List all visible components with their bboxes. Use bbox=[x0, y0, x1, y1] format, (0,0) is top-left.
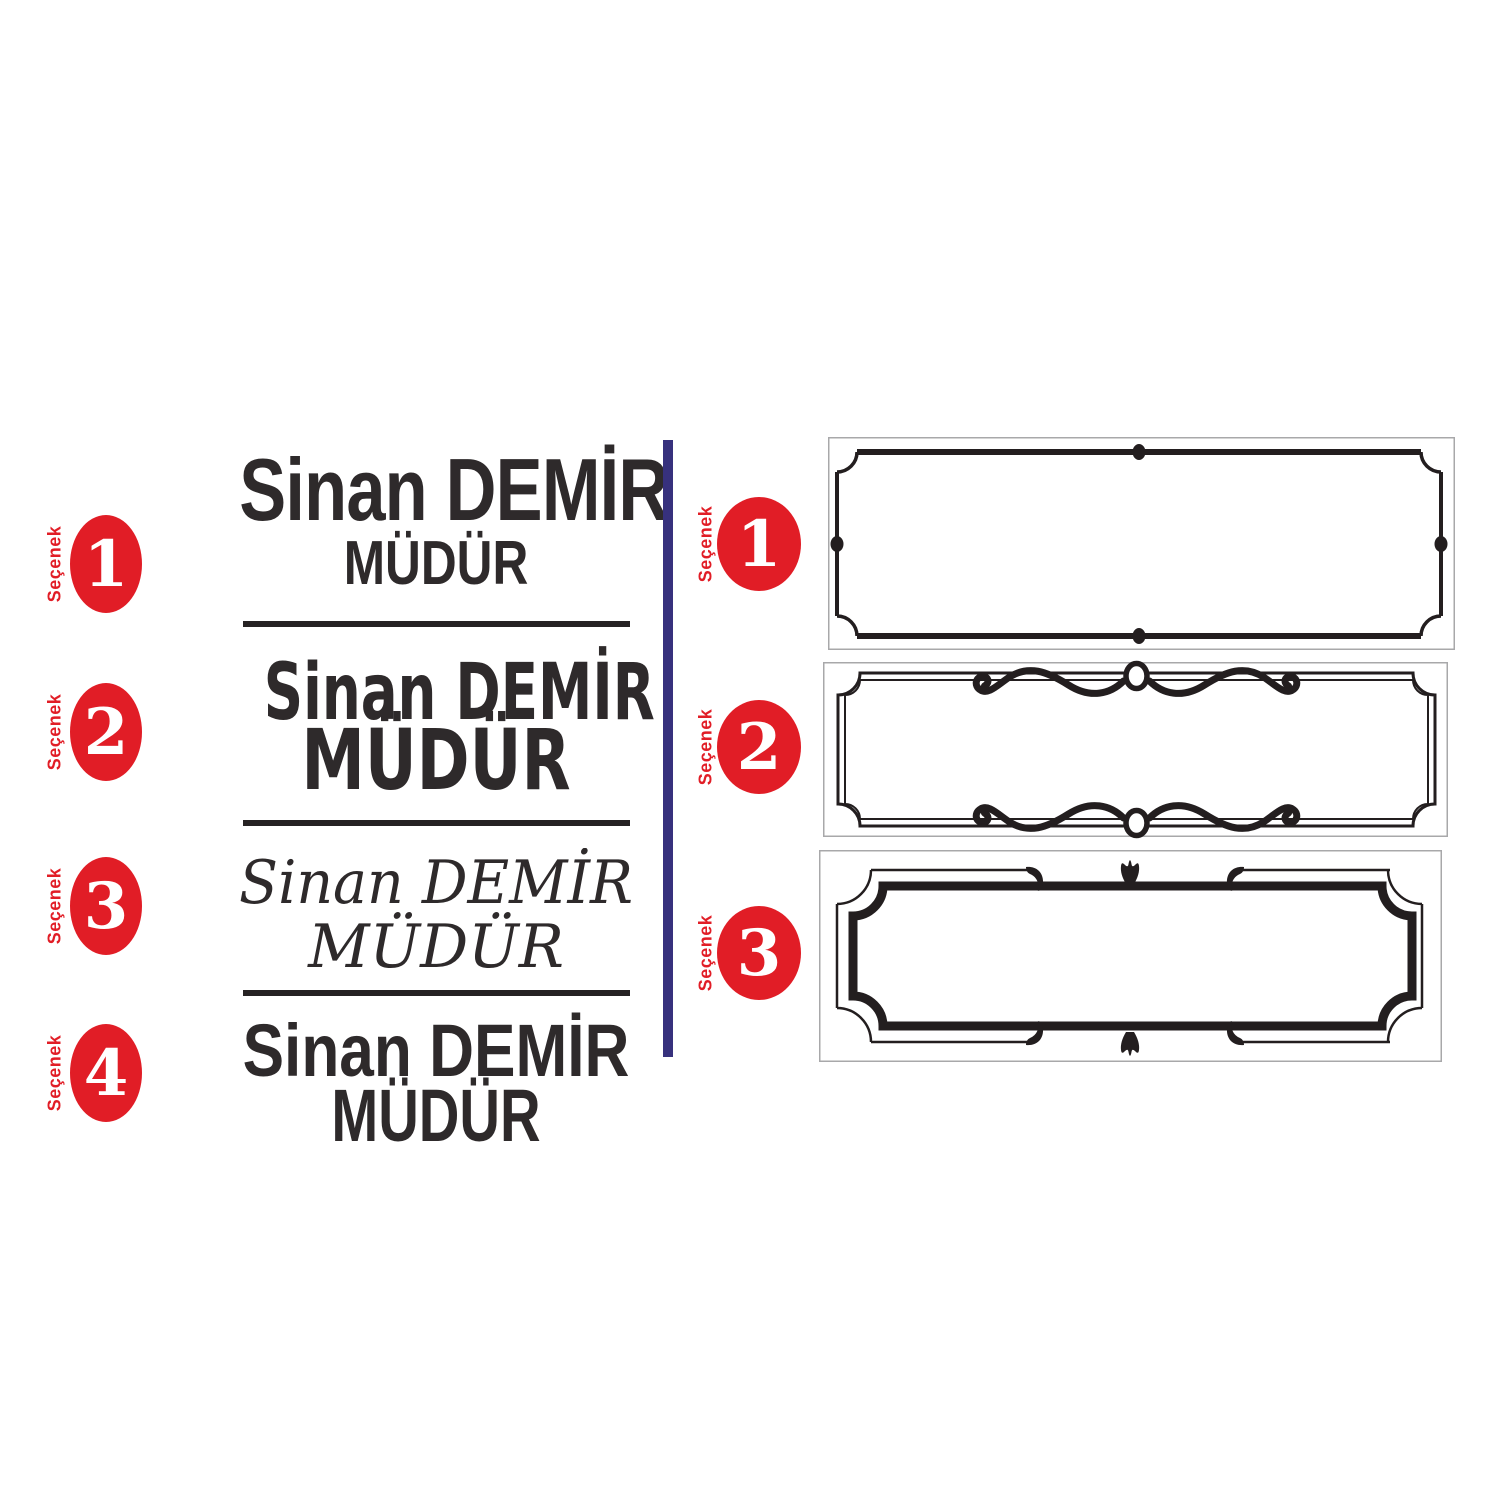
tulip-arrow-frame-graphic bbox=[819, 850, 1442, 1062]
option-number: 3 bbox=[736, 916, 782, 991]
option-number-badge: 1 bbox=[70, 515, 142, 613]
hook-icons bbox=[1026, 866, 1244, 1046]
dot-icon bbox=[1132, 444, 1146, 460]
frame-preview-box bbox=[819, 850, 1442, 1062]
corner-sweep-arc bbox=[836, 869, 873, 906]
option-number: 1 bbox=[736, 507, 782, 582]
notched-frame-with-dots-graphic bbox=[828, 437, 1455, 650]
font-sample-name: Sinan DEMİR bbox=[263, 648, 655, 738]
corner-sweep-arc bbox=[836, 1006, 873, 1043]
corner-notch-arc bbox=[836, 451, 859, 474]
thin-outer-frame bbox=[835, 868, 1424, 1044]
option-number: 2 bbox=[83, 695, 129, 770]
secenek-label: Seçenek bbox=[44, 693, 65, 771]
option-number-badge: 2 bbox=[717, 700, 801, 794]
dot-icon bbox=[1434, 536, 1448, 552]
frame-preview-box bbox=[828, 437, 1455, 650]
option-number: 2 bbox=[736, 710, 782, 785]
font-sample-title: MÜDÜR bbox=[301, 711, 571, 809]
option-number-badge: 3 bbox=[717, 906, 801, 1000]
dot-icon bbox=[1132, 628, 1146, 644]
edge-dots bbox=[830, 444, 1448, 644]
secenek-label: Seçenek bbox=[44, 1034, 65, 1112]
secenek-label: Seçenek bbox=[44, 525, 65, 603]
secenek-label: Seçenek bbox=[695, 505, 716, 583]
corner-notch-arc bbox=[1419, 614, 1442, 637]
tulip-icon bbox=[1120, 860, 1140, 884]
frame-outer-box bbox=[823, 662, 1448, 837]
corner-notch-arc bbox=[1419, 451, 1442, 474]
scroll-ornament-top-icon bbox=[972, 660, 1301, 697]
secenek-label: Seçenek bbox=[695, 708, 716, 786]
tulip-icons bbox=[1120, 860, 1140, 1056]
hook-icon bbox=[1026, 866, 1044, 891]
scroll-ornament-bottom-icon bbox=[972, 802, 1301, 839]
option-divider bbox=[243, 990, 630, 996]
option-divider bbox=[243, 820, 630, 826]
font-sample-name: Sinan DEMİR bbox=[242, 1009, 630, 1092]
secenek-label: Seçenek bbox=[44, 867, 65, 945]
frame-preview-box bbox=[823, 660, 1448, 839]
option-number: 4 bbox=[83, 1036, 129, 1111]
corner-sweep-arc bbox=[1386, 1006, 1423, 1043]
frame-outer-box bbox=[828, 437, 1455, 650]
corner-notch-arc bbox=[836, 614, 859, 637]
font-sample-title: MÜDÜR bbox=[343, 529, 529, 598]
scroll-ornament-frame-graphic bbox=[823, 660, 1448, 839]
dot-icon bbox=[830, 536, 844, 552]
option-number-badge: 4 bbox=[70, 1024, 142, 1122]
tulip-icon bbox=[1120, 1032, 1140, 1056]
thick-inner-frame bbox=[848, 881, 1417, 1031]
font-sample-name: Sinan DEMİR bbox=[239, 848, 633, 918]
font-sample-name: Sinan DEMİR bbox=[239, 440, 669, 539]
hook-icon bbox=[1226, 866, 1244, 891]
font-sample-title: MÜDÜR bbox=[308, 912, 564, 982]
secenek-label: Seçenek bbox=[695, 914, 716, 992]
corner-sweep-arc bbox=[1386, 869, 1423, 906]
hook-icon bbox=[1226, 1021, 1244, 1046]
option-number: 1 bbox=[83, 527, 129, 602]
option-divider bbox=[243, 621, 630, 627]
font-sample-title: MÜDÜR bbox=[331, 1074, 541, 1157]
option-number-badge: 3 bbox=[70, 857, 142, 955]
option-number-badge: 1 bbox=[717, 497, 801, 591]
double-line-frame bbox=[836, 671, 1437, 828]
option-number-badge: 2 bbox=[70, 683, 142, 781]
panel-divider bbox=[663, 440, 673, 1057]
hook-icon bbox=[1026, 1021, 1044, 1046]
option-number: 3 bbox=[83, 869, 129, 944]
